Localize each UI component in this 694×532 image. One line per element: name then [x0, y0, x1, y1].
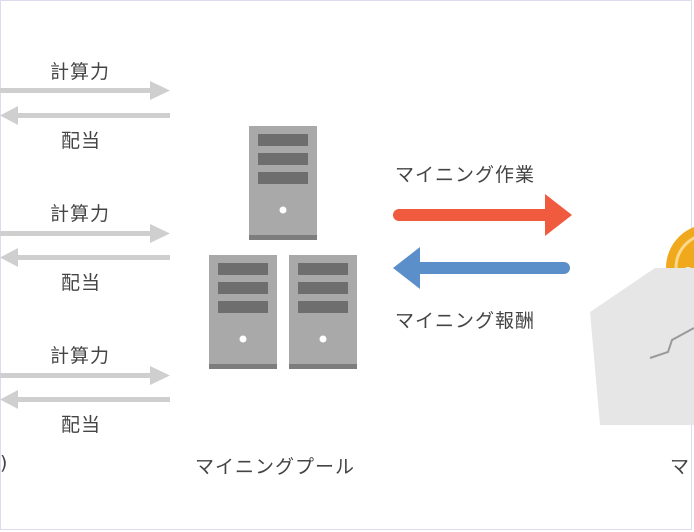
- left-arrow-pair-2: [0, 224, 170, 267]
- left-arrow-pair-3: [0, 366, 170, 409]
- arrow-right-gray: [0, 366, 170, 385]
- left-caption-fragment: ): [0, 452, 9, 474]
- dividend-label-1: 配当: [61, 130, 102, 152]
- arrow-right-gray: [0, 81, 170, 100]
- compute-power-label-3: 計算力: [50, 345, 111, 367]
- mining-reward-arrow: [393, 247, 570, 289]
- server-icon-left: [209, 255, 277, 369]
- dividend-label-3: 配当: [61, 414, 102, 436]
- server-icon-top: [249, 126, 317, 240]
- mining-work-arrow: [393, 194, 572, 236]
- left-arrow-pair-1: [0, 81, 170, 125]
- arrow-right-gray: [0, 224, 170, 243]
- arrow-left-gray: [0, 106, 170, 125]
- dividend-label-2: 配当: [61, 272, 102, 294]
- compute-power-label-1: 計算力: [50, 61, 111, 83]
- right-caption-fragment: マ: [670, 456, 691, 478]
- server-icon-right: [289, 255, 357, 369]
- mining-work-label: マイニング作業: [395, 164, 536, 186]
- arrow-left-gray: [0, 390, 170, 409]
- compute-power-label-2: 計算力: [50, 203, 111, 225]
- wallet-icon: [590, 268, 694, 425]
- mining-reward-label: マイニング報酬: [395, 310, 536, 332]
- mining-pool-label: マイニングプール: [195, 456, 356, 478]
- arrow-left-gray: [0, 248, 170, 267]
